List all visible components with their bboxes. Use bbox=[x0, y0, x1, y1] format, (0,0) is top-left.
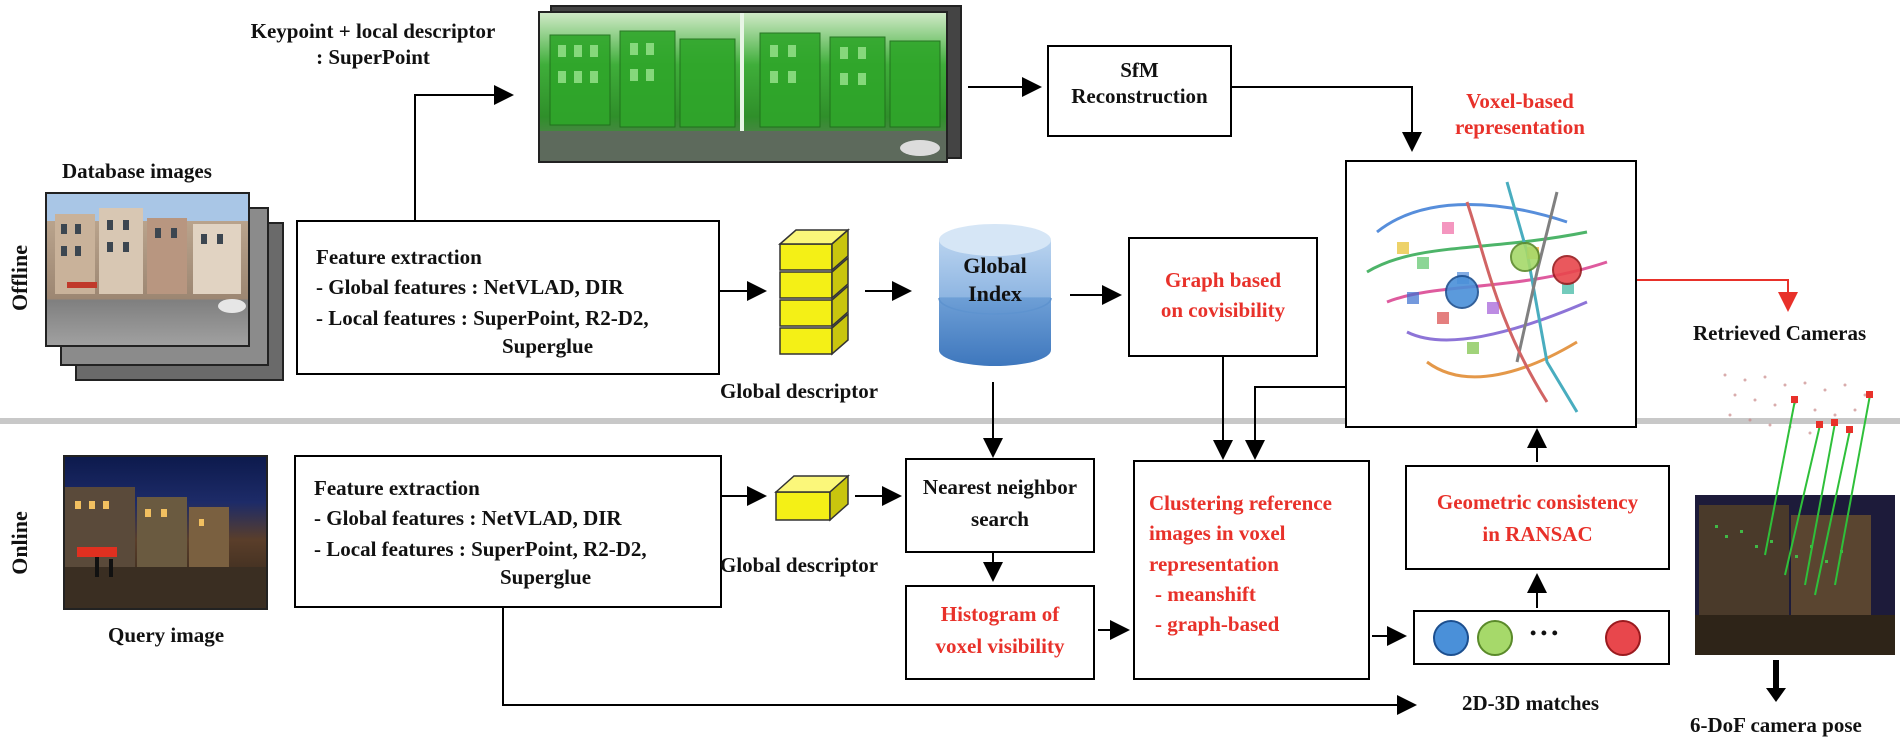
keypoint-title: Keypoint + local descriptor : SuperPoint bbox=[250, 19, 496, 70]
clustering-reference-box: Clustering reference images in voxel rep… bbox=[1133, 460, 1370, 680]
query-image bbox=[63, 455, 268, 610]
offline-global-descriptor-label: Global descriptor bbox=[720, 379, 879, 403]
online-descriptor-cube bbox=[774, 474, 850, 522]
sfm-reconstruction-box: SfM Reconstruction bbox=[1047, 45, 1232, 137]
offline-feature-extraction-box: Feature extraction - Global features : N… bbox=[296, 220, 720, 375]
offline-online-divider bbox=[0, 418, 1900, 424]
retrieved-cameras-label: Retrieved Cameras bbox=[1693, 321, 1867, 345]
camera-pose-visual bbox=[1695, 373, 1895, 655]
global-index-label: Global Index bbox=[963, 253, 1027, 306]
voxel-visibility-histogram-box: Histogram of voxel visibility bbox=[905, 585, 1095, 680]
cluster-circles-box: • • • bbox=[1413, 610, 1670, 665]
keypoint-image-stack bbox=[538, 5, 962, 163]
database-image bbox=[45, 192, 250, 347]
database-image-stack bbox=[45, 192, 285, 381]
camera-pose-label: 6-DoF camera pose bbox=[1690, 713, 1862, 737]
query-image-label: Query image bbox=[108, 623, 225, 647]
keypoint-image bbox=[538, 11, 948, 163]
2d-3d-matches-label: 2D-3D matches bbox=[1462, 691, 1600, 715]
nearest-neighbor-search-box: Nearest neighbor search bbox=[905, 458, 1095, 553]
cluster-ellipsis: • • • bbox=[1530, 623, 1558, 643]
ransac-consistency-box: Geometric consistency in RANSAC bbox=[1405, 465, 1670, 570]
online-feature-extraction-box: Feature extraction - Global features : N… bbox=[294, 455, 722, 608]
online-global-descriptor-label: Global descriptor bbox=[720, 553, 879, 577]
offline-descriptor-cubes bbox=[778, 228, 850, 356]
graph-covisibility-box: Graph based on covisibility bbox=[1128, 237, 1318, 357]
database-images-label: Database images bbox=[62, 159, 212, 183]
global-index-cylinder bbox=[938, 224, 1052, 366]
voxel-representation-image bbox=[1345, 160, 1637, 428]
voxel-representation-label: Voxel-based representation bbox=[1455, 89, 1585, 140]
